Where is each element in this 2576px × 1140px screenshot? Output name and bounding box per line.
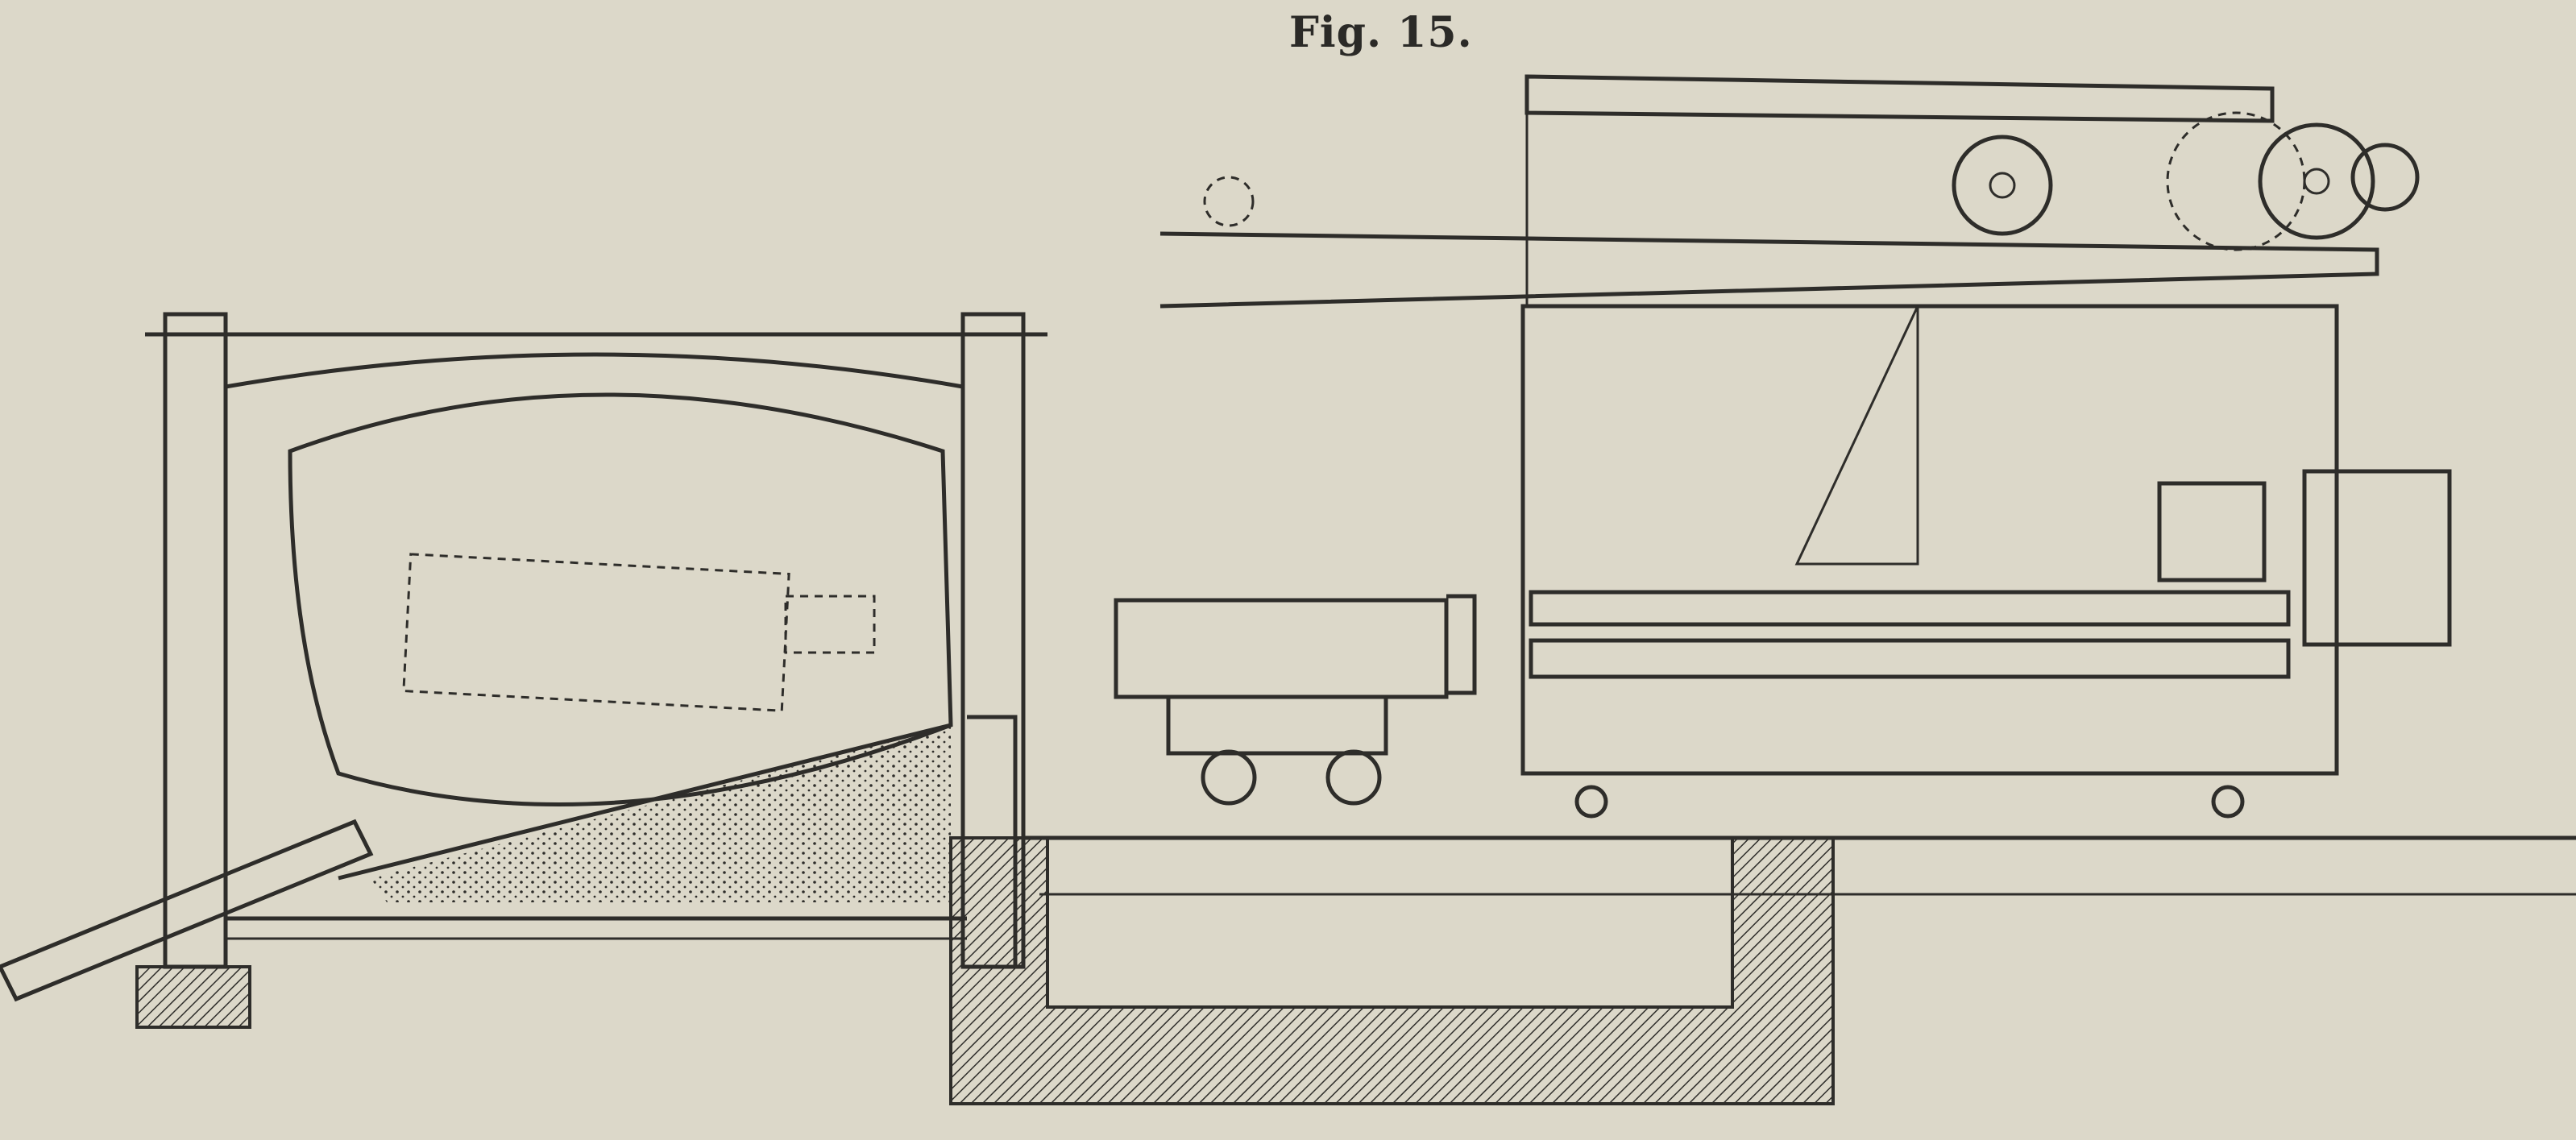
furnace	[0, 312, 1047, 1029]
charging-box-outline	[402, 553, 790, 712]
gear-wheel	[1952, 135, 2053, 236]
discharge-chute	[0, 819, 374, 1002]
furnace-arch	[225, 352, 964, 389]
frame-brace	[1794, 305, 1919, 566]
gear-outline	[2166, 111, 2306, 251]
charge-material	[371, 725, 951, 902]
cart-lip	[1446, 594, 1477, 695]
furnace-chamber	[288, 392, 953, 806]
figure-caption: Fig. 15.	[1289, 8, 1473, 57]
wheel	[2211, 785, 2245, 819]
machine-body	[1520, 304, 2339, 776]
left-foundation	[135, 965, 251, 1029]
dashed-circle	[1203, 176, 1255, 227]
charge-surface	[338, 723, 952, 881]
motor-housing	[2302, 469, 2452, 647]
pit-foundation	[949, 836, 1835, 1105]
charging-machine	[1159, 74, 2452, 819]
pulley	[2350, 143, 2420, 212]
charging-cart	[1114, 594, 1477, 806]
top-girder	[1524, 74, 2275, 123]
ram-upper	[1529, 590, 2291, 627]
crane-beam	[1159, 231, 2379, 309]
left-post	[163, 312, 228, 969]
gear-wheel	[2258, 122, 2375, 240]
ram-lower	[1529, 638, 2291, 679]
cart-box	[1114, 598, 1449, 699]
gear-hub	[2303, 168, 2330, 195]
motor	[2157, 481, 2267, 582]
cart-wheel	[1325, 749, 1382, 806]
wheel	[1574, 785, 1608, 819]
gear-hub	[1989, 172, 2016, 199]
floor-and-pit	[949, 835, 2576, 1105]
cart-frame	[1166, 694, 1388, 756]
charging-box-tip	[784, 595, 876, 654]
cart-wheel	[1201, 749, 1257, 806]
